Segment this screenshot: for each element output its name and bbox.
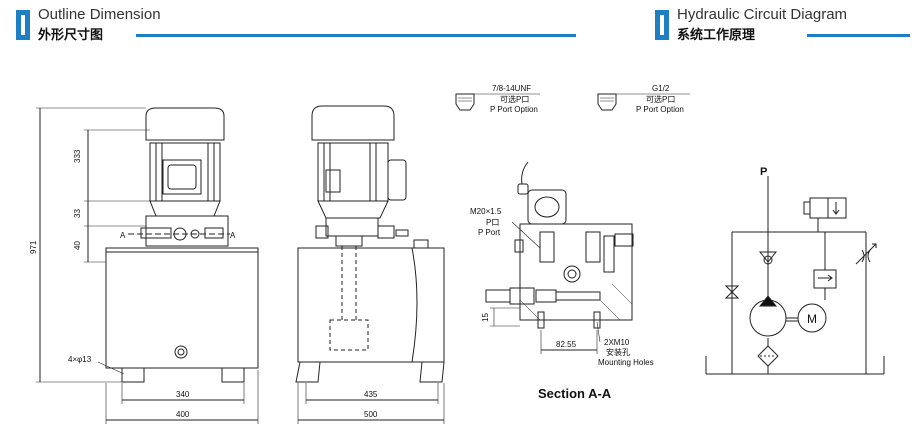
- circuit-diagram-header: Hydraulic Circuit Diagram 系统工作原理: [655, 6, 910, 42]
- dim-40: 40: [73, 241, 82, 250]
- g12-thread-label: G1/2: [652, 84, 670, 93]
- port-option-g12: [597, 93, 690, 111]
- outline-title-en: Outline Dimension: [38, 6, 161, 23]
- header-rule: [136, 34, 576, 37]
- front-view: [36, 107, 259, 424]
- unf-cn-label: 可选P口: [500, 94, 529, 104]
- section-mark-a-left: A: [120, 231, 126, 240]
- circuit-p-label: P: [760, 166, 767, 178]
- dim-15: 15: [481, 313, 490, 322]
- side-view: [295, 105, 445, 424]
- dim-400: 400: [176, 410, 190, 419]
- circuit-title-cn: 系统工作原理: [677, 27, 756, 42]
- dim-82-55: 82.55: [556, 340, 577, 349]
- motor-label: M: [807, 312, 817, 326]
- dim-500: 500: [364, 410, 378, 419]
- header-rule: [807, 34, 910, 37]
- section-marker-icon: [655, 10, 669, 40]
- port-option-unf: [455, 93, 540, 111]
- section-marker-icon: [16, 10, 30, 40]
- section-mark-a-right: A: [230, 231, 236, 240]
- outline-dimension-header: Outline Dimension 外形尺寸图: [16, 6, 576, 42]
- port-thread-label: M20×1.5: [470, 207, 502, 216]
- g12-cn-label: 可选P口: [646, 94, 675, 104]
- unf-thread-label: 7/8-14UNF: [492, 84, 531, 93]
- holes-callout: 4×φ13: [68, 355, 92, 364]
- section-title: Section A-A: [538, 386, 612, 401]
- mount-thread-label: 2XM10: [604, 338, 630, 347]
- hydraulic-circuit: [705, 176, 885, 375]
- dim-333: 333: [73, 149, 82, 163]
- circuit-title-en: Hydraulic Circuit Diagram: [677, 6, 848, 23]
- unf-en-label: P Port Option: [490, 105, 538, 114]
- dim-340: 340: [176, 390, 190, 399]
- dim-435: 435: [364, 390, 378, 399]
- port-cn-label: P口: [486, 218, 499, 227]
- dim-33: 33: [73, 209, 82, 218]
- port-en-label: P Port: [478, 228, 501, 237]
- mount-en-label: Mounting Holes: [598, 358, 654, 367]
- dim-971: 971: [29, 240, 38, 254]
- section-a-a: [485, 161, 634, 354]
- outline-title-cn: 外形尺寸图: [38, 27, 104, 42]
- g12-en-label: P Port Option: [636, 105, 684, 114]
- mount-cn-label: 安装孔: [606, 347, 630, 357]
